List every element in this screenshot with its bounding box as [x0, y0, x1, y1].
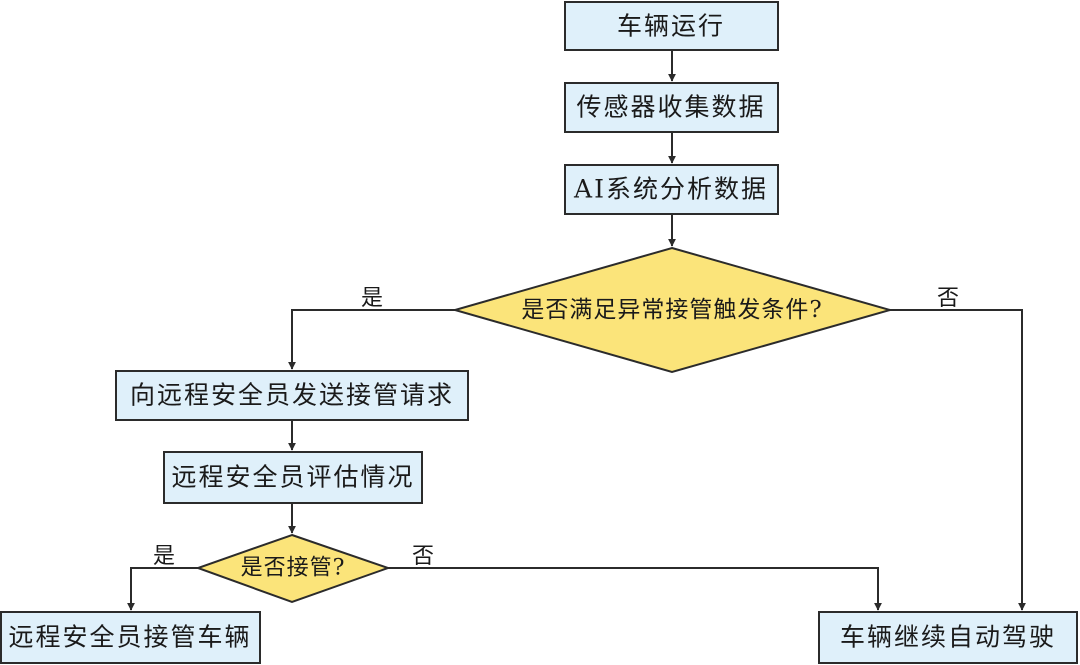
edge-takeover-no: [388, 567, 882, 611]
edge-trigger-no: [890, 309, 1026, 611]
edge-label-takeover-no: 否: [412, 544, 434, 569]
node-sensor-collect: 传感器收集数据: [564, 82, 779, 133]
node-vehicle-running-label: 车辆运行: [617, 12, 725, 41]
node-send-request: 向远程安全员发送接管请求: [115, 370, 469, 421]
node-vehicle-running: 车辆运行: [564, 1, 779, 51]
node-continue-autonomous: 车辆继续自动驾驶: [818, 611, 1078, 664]
node-evaluate: 远程安全员评估情况: [163, 451, 423, 504]
node-evaluate-label: 远程安全员评估情况: [171, 463, 414, 492]
node-decision-trigger-label: 是否满足异常接管触发条件?: [521, 297, 822, 323]
node-remote-takeover: 远程安全员接管车辆: [0, 611, 261, 664]
node-ai-analyze-label: AI系统分析数据: [573, 175, 768, 204]
edge-label-trigger-yes: 是: [361, 286, 383, 311]
node-ai-analyze: AI系统分析数据: [564, 164, 779, 215]
edge-trigger-yes: [288, 309, 455, 370]
node-decision-takeover-label: 是否接管?: [241, 556, 346, 581]
node-continue-autonomous-label: 车辆继续自动驾驶: [840, 623, 1056, 652]
node-sensor-collect-label: 传感器收集数据: [576, 93, 765, 122]
edge-label-takeover-yes: 是: [153, 544, 175, 569]
node-decision-takeover: 是否接管?: [195, 533, 392, 604]
node-remote-takeover-label: 远程安全员接管车辆: [8, 623, 251, 652]
node-decision-trigger: 是否满足异常接管触发条件?: [451, 246, 894, 374]
edge-takeover-yes: [127, 567, 198, 611]
node-send-request-label: 向远程安全员发送接管请求: [130, 381, 454, 410]
edge-label-trigger-no: 否: [937, 286, 959, 311]
